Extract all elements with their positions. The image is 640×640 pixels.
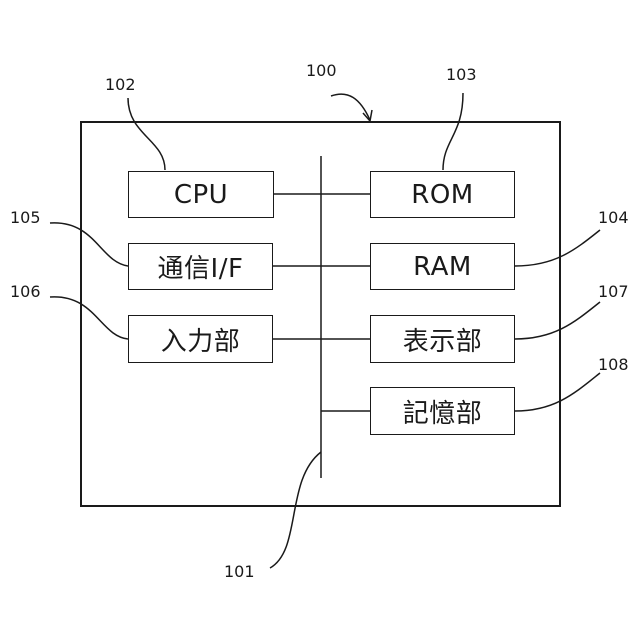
ram-block: RAM <box>370 243 515 290</box>
ram-label: RAM <box>413 252 472 282</box>
cpu-label: CPU <box>174 180 228 210</box>
comm-if-label: 通信I/F <box>158 248 244 285</box>
ref-101: 101 <box>224 563 255 581</box>
rom-block: ROM <box>370 171 515 218</box>
rom-label: ROM <box>411 180 473 210</box>
ref-107: 107 <box>598 283 629 301</box>
ref-104: 104 <box>598 209 629 227</box>
storage-label: 記憶部 <box>403 393 483 430</box>
input-block: 入力部 <box>128 315 273 363</box>
storage-block: 記憶部 <box>370 387 515 435</box>
input-label: 入力部 <box>161 321 241 358</box>
ref-105: 105 <box>10 209 41 227</box>
display-block: 表示部 <box>370 315 515 363</box>
ref-103: 103 <box>446 66 477 84</box>
ref-100: 100 <box>306 62 337 80</box>
display-label: 表示部 <box>403 321 483 358</box>
leader-line-100 <box>331 94 370 120</box>
cpu-block: CPU <box>128 171 274 218</box>
comm-if-block: 通信I/F <box>128 243 273 290</box>
ref-106: 106 <box>10 283 41 301</box>
ref-102: 102 <box>105 76 136 94</box>
ref-108: 108 <box>598 356 629 374</box>
